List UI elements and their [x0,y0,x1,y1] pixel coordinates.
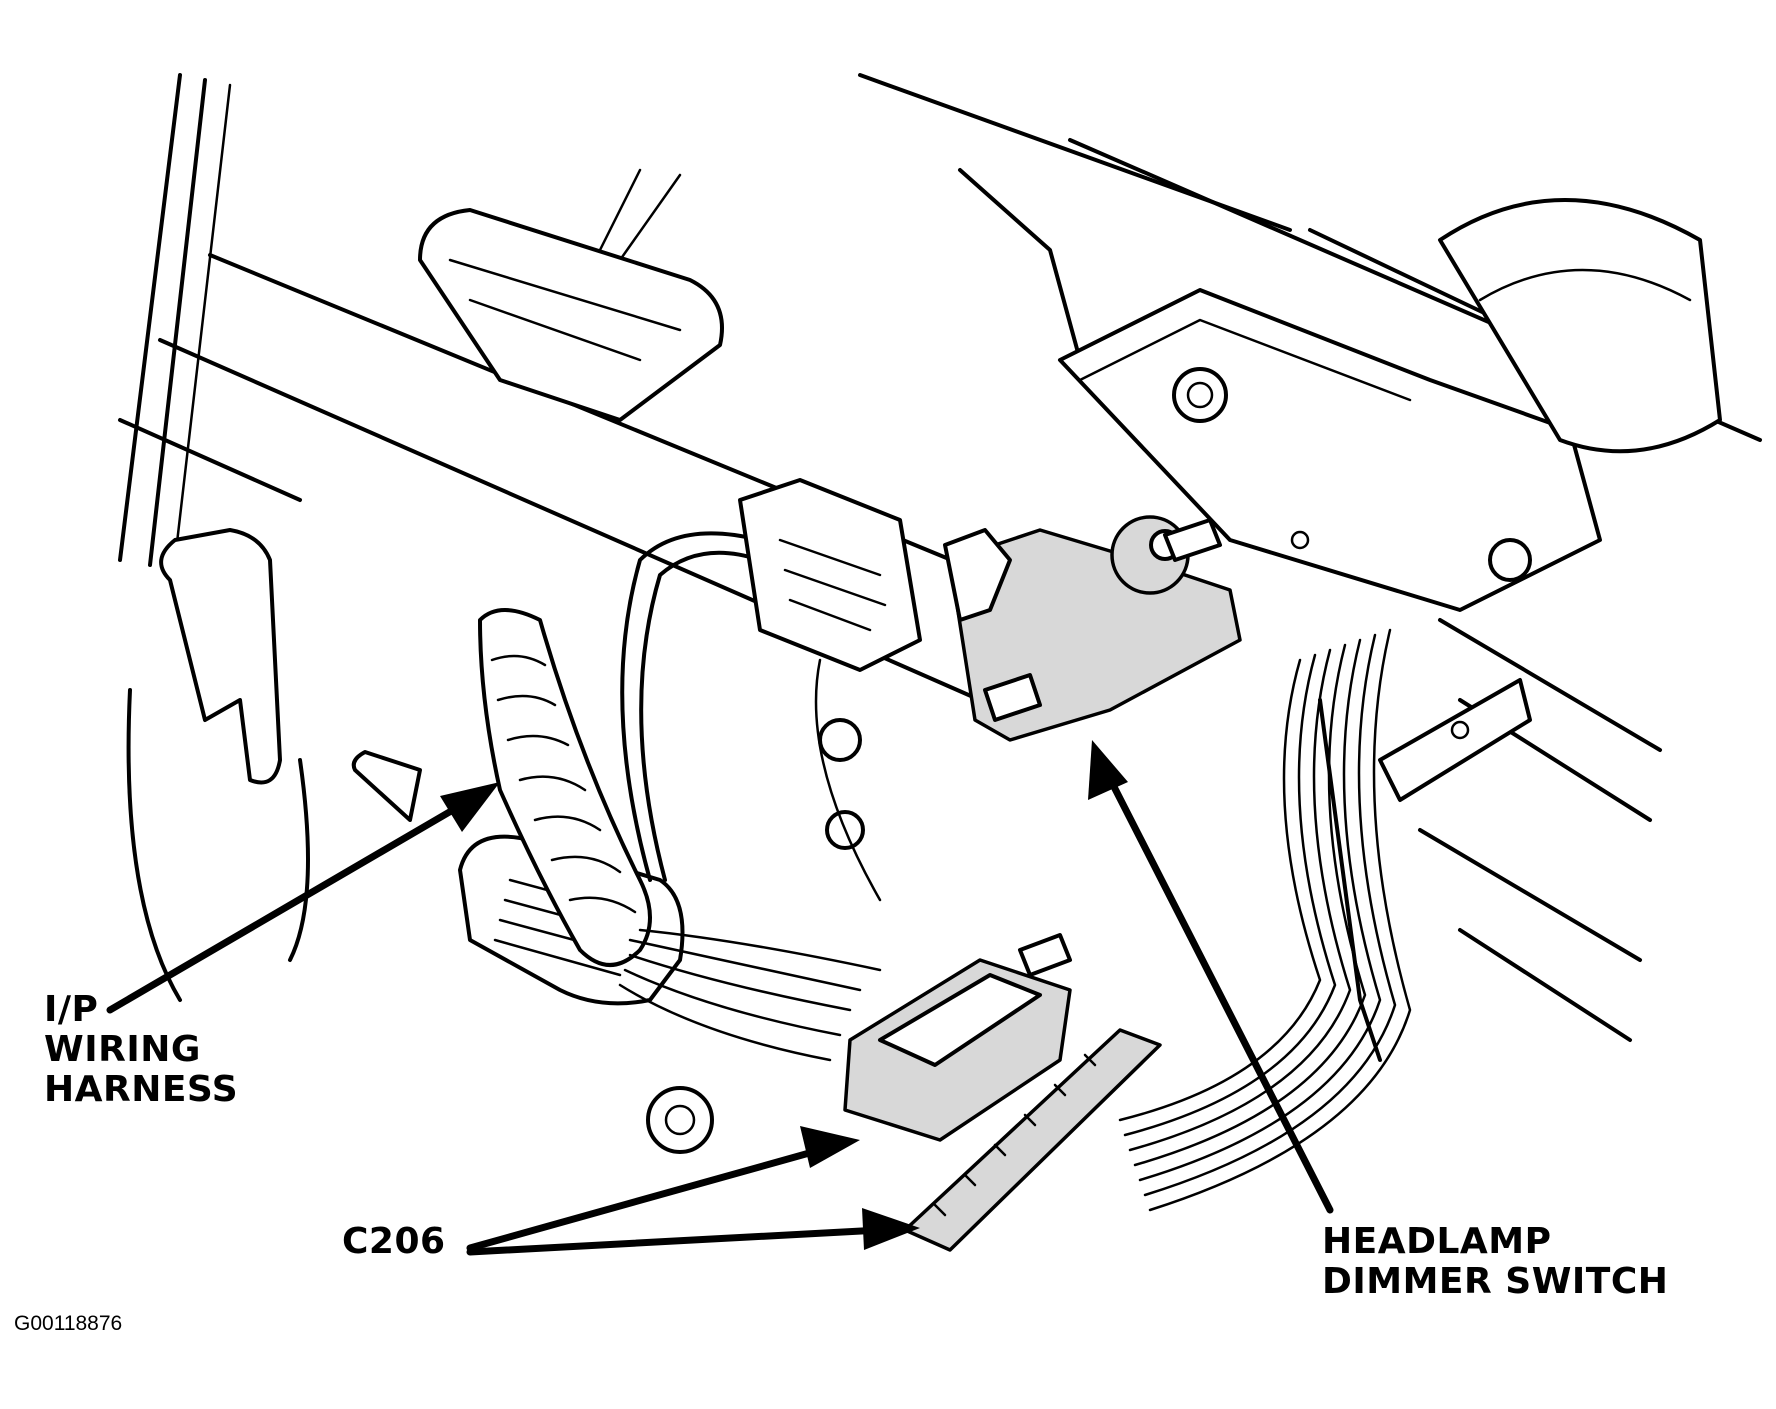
figure-id: G00118876 [14,1312,123,1335]
ip-wiring-harness [478,608,882,1062]
arrow-ip-harness [106,796,474,1014]
dash-bracket [418,208,724,422]
arrow-c206-lower-head [862,1208,920,1250]
arrow-dimmer-switch-head [1088,740,1128,800]
ribbon-cable [1118,628,1412,1212]
dimmer-label-line-1: HEADLAMP [1322,1221,1552,1262]
arrow-c206-lower [466,1226,884,1256]
c206-label-text: C206 [342,1221,446,1262]
ip-wiring-harness-label: I/P WIRING HARNESS [44,990,238,1110]
arrow-c206-upper [466,1146,824,1252]
lower-panel-bracket [126,528,422,1002]
upper-connector-wires [620,478,922,902]
c206-connector [646,933,1162,1252]
mounting-plate [1378,678,1532,802]
headlamp-dimmer-switch-label: HEADLAMP DIMMER SWITCH [1322,1222,1668,1302]
steering-column [1058,198,1722,612]
arrow-ip-harness-head [440,782,500,832]
ip-label-line-3: HARNESS [44,1069,239,1110]
arrow-c206-upper-head [800,1126,860,1168]
c206-label: C206 [342,1222,446,1262]
headlamp-dimmer-switch [943,515,1242,742]
callout-arrows [106,740,1334,1256]
ip-label-line-2: WIRING [44,1029,201,1070]
arrow-dimmer-switch [1104,771,1334,1214]
dimmer-label-line-2: DIMMER SWITCH [1322,1261,1669,1302]
ip-label-line-1: I/P [44,989,99,1030]
